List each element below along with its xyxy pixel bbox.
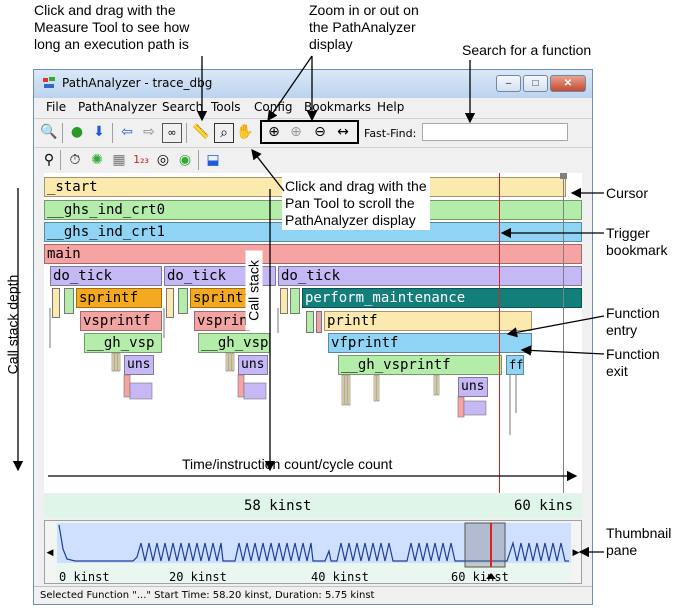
time-axis-annotation: Time/instruction count/cycle count [182, 456, 393, 473]
stack-marker [290, 288, 300, 314]
zoom-out-icon[interactable]: ⊖ [314, 124, 326, 140]
bar-do-tick[interactable]: do_tick [278, 266, 582, 286]
trace-detail-marks [49, 308, 517, 435]
fast-find-label: Fast-Find: [364, 127, 417, 140]
thumbnail-annotation: Thumbnail pane [606, 525, 672, 558]
stack-marker [316, 311, 322, 333]
bar-uns[interactable]: uns [124, 355, 154, 375]
back-arrow-icon[interactable]: ⇦ [121, 124, 133, 140]
stack-marker [64, 288, 74, 314]
function-exit-annotation: Function exit [606, 346, 660, 379]
cursor-line[interactable] [563, 173, 564, 493]
thumbnail-pane[interactable]: ◀ ▶ 0 kinst 20 kinst 40 kinst 60 kinst [44, 520, 582, 584]
bar-sprintf[interactable]: sprintf [76, 288, 162, 308]
zoom-tool-icon[interactable]: ⌕ [214, 123, 234, 143]
bar-uns[interactable]: uns [458, 377, 488, 397]
cursor-annotation: Cursor [606, 185, 649, 201]
bar-vfprintf[interactable]: vfprintf [328, 333, 532, 353]
bar-main[interactable]: main [44, 244, 582, 264]
bar-do-tick[interactable]: do_tick [50, 266, 162, 286]
menu-config[interactable]: Config [254, 100, 293, 114]
bar-perform-maintenance[interactable]: perform_maintenance [302, 288, 582, 308]
radar-icon[interactable]: ◉ [178, 152, 192, 168]
context-help-icon[interactable]: 🔍 [40, 124, 58, 140]
scroll-right-arrow-icon[interactable]: ▶ [571, 521, 581, 583]
zoom-in-icon[interactable]: ⊕ [268, 124, 280, 140]
close-button[interactable]: ✕ [550, 75, 586, 92]
go-icon[interactable]: ● [70, 124, 84, 140]
settings-icon[interactable]: ✺ [91, 152, 103, 168]
bar-uns[interactable]: uns [238, 355, 268, 375]
thumbnail-tick-label: 40 kinst [311, 570, 369, 584]
bar-vsprintf[interactable]: vsprintf [80, 311, 162, 331]
status-bar: Selected Function "..." Start Time: 58.2… [34, 586, 592, 604]
scale-tick-label: 60 kins [514, 498, 574, 514]
toolbar-separator [60, 150, 61, 170]
fit-width-icon[interactable]: ↔ [337, 124, 349, 140]
measure-tool-icon[interactable]: 📏 [192, 124, 210, 140]
secondary-toolbar: ⚲ ⏱ ✺ ▦ 1₂₃ ◎ ◉ ⬓ [34, 147, 592, 172]
bar-gh-vsprintf[interactable]: __gh_vsprintf [338, 355, 502, 375]
database-icon[interactable]: ◎ [156, 152, 170, 168]
trigger-annotation: Trigger bookmark [606, 225, 668, 258]
zoom-100-icon[interactable]: ⊕ [290, 124, 302, 140]
find-icon[interactable]: ⚲ [43, 152, 55, 168]
thumbnail-tick-label: 20 kinst [169, 570, 227, 584]
table-icon[interactable]: ▦ [112, 152, 126, 168]
menu-help[interactable]: Help [377, 100, 405, 114]
stack-marker [280, 288, 288, 314]
measure-tool-annotation: Click and drag with the Measure Tool to … [34, 2, 190, 52]
glasses-icon[interactable]: ∞ [162, 123, 182, 143]
search-annotation: Search for a function [462, 42, 592, 58]
stack-marker [306, 311, 314, 333]
menu-search[interactable]: Search [162, 100, 204, 114]
app-icon [43, 77, 55, 88]
trigger-bookmark-line[interactable] [499, 173, 500, 493]
toolbar-separator [112, 123, 113, 143]
bar-gh-vsp[interactable]: __gh_vsp [84, 333, 162, 353]
cursor-handle-icon[interactable] [560, 173, 567, 179]
thumbnail-graph [57, 522, 571, 579]
bar-printf[interactable]: printf [324, 311, 532, 331]
menu-bookmarks[interactable]: Bookmarks [304, 100, 372, 114]
pan-tool-annotation: Click and drag with the Pan Tool to scro… [282, 177, 430, 230]
pan-tool-icon[interactable]: ✋ [236, 124, 254, 140]
menu-tools[interactable]: Tools [211, 100, 241, 114]
maximize-button[interactable]: □ [523, 75, 548, 92]
stack-marker [178, 288, 188, 314]
menu-pathanalyzer[interactable]: PathAnalyzer [78, 100, 157, 114]
scroll-left-arrow-icon[interactable]: ◀ [45, 521, 55, 583]
down-arrow-icon[interactable]: ⬇ [93, 124, 105, 140]
menu-bar: File PathAnalyzer Search Tools Config Bo… [34, 98, 592, 117]
bar-sprintf[interactable]: sprintf [190, 288, 250, 308]
toolbar-separator [62, 123, 63, 143]
bar-vsprintf[interactable]: vsprintf [194, 311, 250, 331]
function-entry-annotation: Function entry [606, 305, 660, 338]
time-scale: 58 kinst 60 kins [44, 494, 582, 518]
export-icon[interactable]: ⬓ [206, 152, 220, 168]
stack-marker [166, 288, 174, 318]
toolbar-separator [198, 150, 199, 170]
stack-marker [52, 288, 60, 318]
forward-arrow-icon[interactable]: ⇨ [143, 124, 155, 140]
pathanalyzer-window: PathAnalyzer - trace_dbg – □ ✕ File Path… [33, 69, 593, 605]
thumbnail-tick-label: 60 kinst [451, 570, 509, 584]
fast-find-input[interactable] [422, 123, 568, 141]
menu-file[interactable]: File [46, 100, 67, 114]
toolbar-separator [186, 123, 187, 143]
minimize-button[interactable]: – [496, 75, 521, 92]
stopwatch-icon[interactable]: ⏱ [69, 152, 81, 168]
bar-ff[interactable]: ff [506, 355, 524, 375]
window-title: PathAnalyzer - trace_dbg [62, 76, 213, 90]
title-bar[interactable]: PathAnalyzer - trace_dbg – □ ✕ [34, 70, 592, 98]
scale-tick-label: 58 kinst [244, 498, 312, 514]
numbers-icon[interactable]: 1₂₃ [133, 153, 149, 166]
thumbnail-tick-label: 0 kinst [59, 570, 110, 584]
zoom-annotation: Zoom in or out on the PathAnalyzer displ… [309, 2, 419, 52]
